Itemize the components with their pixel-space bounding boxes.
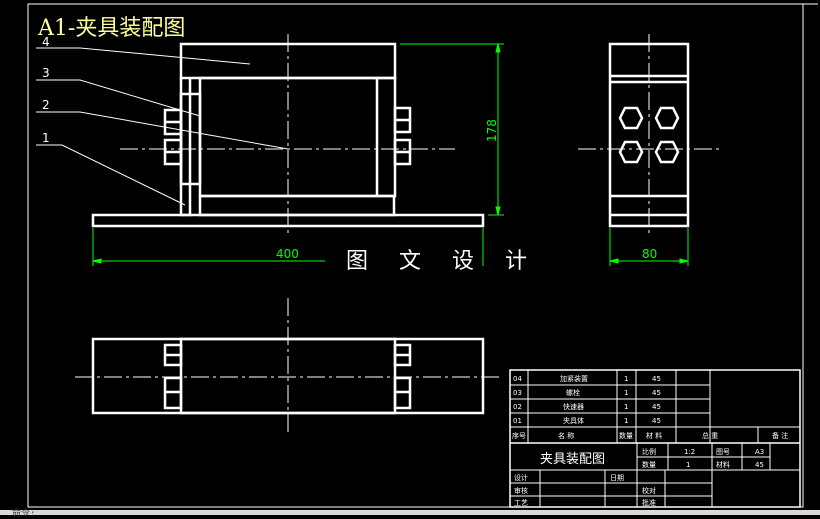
callout-label-1: 1	[42, 131, 50, 145]
drawing-no-label: 图号	[716, 448, 730, 456]
dimension-width-front	[92, 228, 484, 266]
part-3-qty: 1	[624, 403, 628, 411]
part-1-name: 加紧装置	[560, 374, 588, 383]
nut-hex-1	[618, 106, 644, 130]
part-4-material: 45	[652, 417, 661, 425]
approve-label: 批准	[642, 498, 656, 507]
dimension-width-front-label: 400	[276, 247, 299, 261]
callout-leaders	[36, 47, 289, 206]
workpiece-lower	[198, 194, 396, 217]
check-label: 审核	[514, 486, 528, 495]
scale-label: 比例	[642, 447, 656, 456]
design-label: 设计	[514, 473, 528, 482]
part-3-no: 02	[513, 403, 522, 411]
part-2-qty: 1	[624, 389, 628, 397]
header-qty: 数量	[619, 431, 633, 440]
qty-value: 1	[686, 461, 690, 469]
material-value: 45	[755, 461, 764, 469]
date-label: 日期	[610, 474, 624, 482]
command-line-text: 命令:	[12, 509, 36, 519]
part-4-qty: 1	[624, 417, 628, 425]
material-label: 材料	[716, 460, 730, 469]
watermark-text: 图 文 设 计	[346, 249, 539, 274]
review-label: 校对	[642, 486, 656, 495]
header-note: 备 注	[772, 431, 788, 440]
leader-1	[36, 144, 186, 206]
side-view-centerlines	[578, 34, 720, 236]
left-support	[179, 78, 192, 217]
header-material: 材 料	[646, 431, 662, 440]
part-4-no: 01	[513, 417, 522, 425]
drawing-name: 夹具装配图	[540, 452, 605, 467]
top-view-centerlines	[75, 298, 500, 436]
drawing-title: A1-夹具装配图	[38, 16, 186, 41]
callout-label-3: 3	[42, 66, 50, 80]
leader-3	[36, 79, 201, 117]
nut-hex-3	[618, 140, 644, 164]
title-block	[509, 369, 801, 508]
nut-hex-2	[654, 106, 680, 130]
dimension-width-side-label: 80	[642, 247, 657, 261]
part-1-material: 45	[652, 375, 661, 383]
dimension-height	[400, 43, 504, 216]
drawing-border	[27, 3, 804, 508]
callout-label-4: 4	[42, 35, 50, 49]
dimension-height-label: 178	[485, 119, 499, 142]
part-3-name: 快速器	[563, 402, 584, 411]
part-1-no: 04	[513, 375, 522, 383]
part-3-material: 45	[652, 403, 661, 411]
command-line-strip[interactable]	[0, 510, 820, 515]
part-1-qty: 1	[624, 375, 628, 383]
header-no: 序号	[512, 431, 526, 440]
part-2-name: 螺栓	[566, 388, 580, 397]
header-name: 名 称	[558, 431, 574, 440]
right-support	[377, 76, 397, 198]
callout-labels: 4 3 2 1	[42, 35, 50, 145]
dimension-width-side	[609, 228, 689, 266]
title-block-text: 04 加紧装置 1 45 03 螺栓 1 45 02 快速器 1 45 01 夹…	[512, 374, 788, 507]
part-2-material: 45	[652, 389, 661, 397]
scale-value: 1:2	[684, 448, 695, 456]
qty-label: 数量	[642, 460, 656, 469]
callout-label-2: 2	[42, 98, 50, 112]
process-label: 工艺	[514, 499, 528, 507]
left-nut	[179, 92, 202, 186]
part-2-no: 03	[513, 389, 522, 397]
leader-2	[36, 111, 289, 150]
header-total: 总 重	[702, 431, 718, 440]
drawing-no-value: A3	[755, 448, 764, 456]
nut-hex-4	[654, 140, 680, 164]
leader-4	[36, 47, 251, 65]
part-4-name: 夹具体	[563, 416, 584, 425]
